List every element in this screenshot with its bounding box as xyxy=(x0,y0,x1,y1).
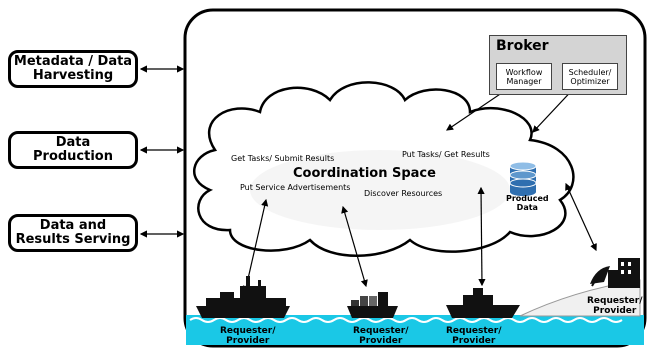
ground-station-icon xyxy=(590,258,640,288)
get-tasks-label: Get Tasks/ Submit Results xyxy=(231,154,335,163)
produced-data-line2: Data xyxy=(516,203,538,212)
broker-title: Broker xyxy=(496,38,549,54)
arrow-cloud-ship3 xyxy=(477,186,486,287)
workflow-line2: Manager xyxy=(506,76,542,86)
requester-provider-label-4: Requester/Provider xyxy=(587,296,642,316)
coordination-space-title: Coordination Space xyxy=(293,166,436,181)
scheduler-optimizer-box: Scheduler/Optimizer xyxy=(562,63,618,90)
serving-label-line1: Data and xyxy=(39,218,107,233)
put-tasks-label: Put Tasks/ Get Results xyxy=(402,150,490,159)
workflow-line1: Workflow xyxy=(505,67,543,77)
requester-provider-label-3: Requester/Provider xyxy=(446,326,501,346)
rp4-line2: Provider xyxy=(593,306,637,316)
production-label-line2: Production xyxy=(33,149,113,164)
rp3-line2: Provider xyxy=(452,336,496,346)
requester-provider-label-2: Requester/Provider xyxy=(353,326,408,346)
arrow-cloud-ship2 xyxy=(341,205,368,288)
rp1-line1: Requester/ xyxy=(220,326,276,336)
discover-resources-label: Discover Resources xyxy=(364,189,443,198)
produced-data-line1: Produced xyxy=(506,194,549,203)
rp4-line1: Requester/ xyxy=(587,296,643,306)
scheduler-line2: Optimizer xyxy=(570,76,610,86)
rp3-line1: Requester/ xyxy=(446,326,502,336)
arrow-cloud-station xyxy=(565,182,597,252)
serving-label-line2: Results Serving xyxy=(15,232,131,247)
patrol-boat-icon xyxy=(446,288,520,318)
metadata-label-line2: Harvesting xyxy=(32,68,114,83)
production-label-line1: Data xyxy=(55,135,91,150)
requester-provider-label-1: Requester/Provider xyxy=(220,326,275,346)
produced-data-db-icon xyxy=(509,161,537,196)
metadata-label-line1: Metadata / Data xyxy=(13,54,133,69)
rp1-line2: Provider xyxy=(226,336,270,346)
rp2-line2: Provider xyxy=(359,336,403,346)
rp2-line1: Requester/ xyxy=(353,326,409,336)
warship-icon xyxy=(196,276,290,318)
scheduler-line1: Scheduler/ xyxy=(568,67,612,77)
cargo-ship-icon xyxy=(347,292,398,318)
put-service-label: Put Service Advertisements xyxy=(240,183,351,192)
wave-line xyxy=(189,317,623,323)
